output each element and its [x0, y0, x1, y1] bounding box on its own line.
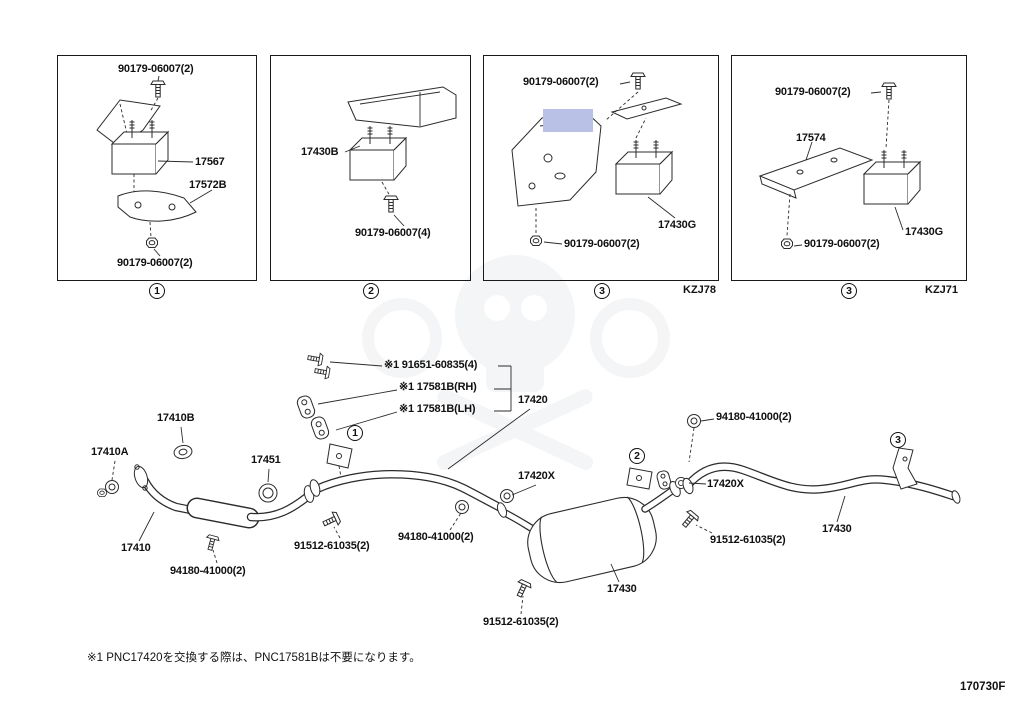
part-label[interactable]: 90179-06007(2) [775, 86, 851, 98]
part-label[interactable]: 90179-06007(2) [564, 238, 640, 250]
panel-callout-1: 1 [149, 283, 165, 299]
panel1-art [96, 75, 213, 257]
part-label[interactable]: 90179-06007(2) [117, 257, 193, 269]
panel-2-box [270, 55, 471, 281]
panel-3-box [483, 55, 719, 281]
small-parts-art [97, 350, 961, 600]
panel-callout-2: 2 [363, 283, 379, 299]
figure-code: 170730F [960, 681, 1006, 693]
highlighted-part-region[interactable] [543, 109, 593, 132]
panel2-art [344, 86, 457, 227]
leader-lines [111, 361, 846, 615]
part-label[interactable]: 91512-61035(2) [710, 534, 786, 546]
variant-code-kzj71: KZJ71 [925, 284, 959, 296]
part-label[interactable]: 91512-61035(2) [294, 540, 370, 552]
part-label[interactable]: 17410 [121, 542, 151, 554]
part-label[interactable]: 17430B [301, 146, 339, 158]
part-label[interactable]: 91512-61035(2) [483, 616, 559, 628]
part-label[interactable]: 94180-41000(2) [170, 565, 246, 577]
part-label[interactable]: 94180-41000(2) [398, 531, 474, 543]
part-label[interactable]: 17410A [91, 446, 129, 458]
panel-callout-3b: 3 [841, 283, 857, 299]
diagram-callout-1: 1 [347, 425, 363, 441]
part-label[interactable]: 17567 [195, 156, 225, 168]
exhaust-pipes-art [140, 462, 958, 535]
part-label[interactable]: ※1 17581B(RH) [399, 381, 477, 393]
muffler-outlet-art [641, 486, 677, 513]
watermark-graphic [362, 255, 670, 470]
part-label[interactable]: 90179-06007(2) [118, 63, 194, 75]
part-label[interactable]: ※1 91651-60835(4) [384, 359, 478, 371]
part-label[interactable]: 90179-06007(4) [355, 227, 431, 239]
part-label[interactable]: 17430 [822, 523, 852, 535]
footnote: ※1 PNC17420を交換する際は、PNC17581Bは不要になります。 [87, 652, 421, 664]
part-label[interactable]: 17574 [796, 132, 826, 144]
part-label[interactable]: 17410B [157, 412, 195, 424]
muffler-art [527, 496, 657, 584]
diagram-callout-3: 3 [890, 432, 906, 448]
part-label[interactable]: 17420X [518, 470, 555, 482]
variant-code-kzj78: KZJ78 [683, 284, 717, 296]
panel-callout-3a: 3 [594, 283, 610, 299]
part-label[interactable]: 17420X [707, 478, 744, 490]
part-label[interactable]: 17430G [658, 219, 696, 231]
diagram-callout-2: 2 [629, 448, 645, 464]
panel4-art [758, 82, 921, 249]
part-label[interactable]: 17572B [189, 179, 227, 191]
panel-4-box [731, 55, 967, 281]
part-label[interactable]: 17430 [607, 583, 637, 595]
part-label[interactable]: 94180-41000(2) [716, 411, 792, 423]
part-label[interactable]: 17430G [905, 226, 943, 238]
part-label[interactable]: 17451 [251, 454, 281, 466]
part-label[interactable]: ※1 17581B(LH) [399, 403, 476, 415]
panel-1-box [57, 55, 257, 281]
part-label[interactable]: 90179-06007(2) [804, 238, 880, 250]
part-label[interactable]: 17420 [518, 394, 548, 406]
part-label[interactable]: 90179-06007(2) [523, 76, 599, 88]
